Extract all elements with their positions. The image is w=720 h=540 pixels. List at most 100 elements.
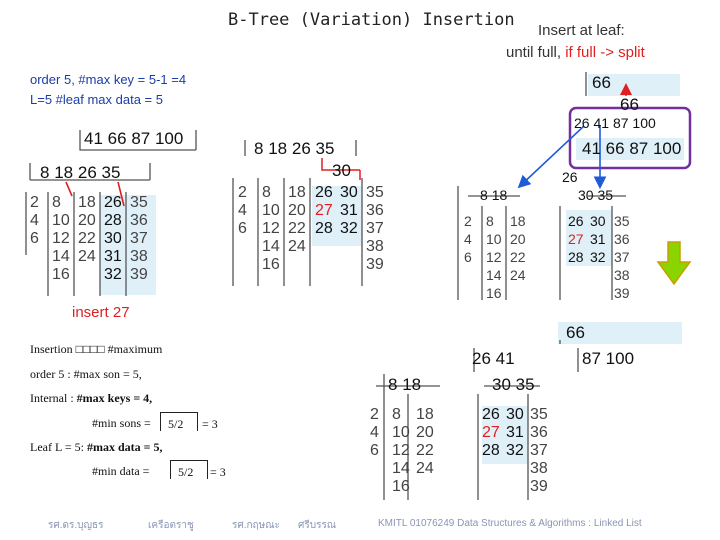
key: 100 — [632, 115, 656, 131]
subtitle-line1: Insert at leaf: — [538, 22, 625, 39]
note-frac: 5/2 — [178, 465, 194, 479]
leaf-value: 39 — [366, 256, 384, 273]
leaf-value: 14 — [392, 460, 410, 477]
subtitle-red: if full -> split — [565, 44, 645, 61]
key: 87 — [582, 349, 601, 368]
key: 26 — [291, 139, 311, 158]
leaf-value: 12 — [262, 220, 280, 237]
note-min-data: #min data = — [92, 464, 149, 479]
leaf-value: 6 — [238, 220, 247, 237]
t3-pushed: 66 — [620, 95, 639, 114]
ceil-bracket — [160, 412, 198, 431]
highlight-root-t4 — [558, 322, 682, 344]
leaf-value: 28 — [315, 220, 333, 237]
leaf-value: 30 — [104, 230, 122, 247]
leaf-value: 35 — [530, 406, 548, 423]
t4-left-child: 8 18 — [388, 376, 421, 394]
leaf-value: 8 — [392, 406, 401, 423]
t4-leaf-3: 26 27 28 — [482, 406, 500, 460]
key: 18 — [54, 163, 74, 182]
leaf-value: 35 — [614, 213, 630, 229]
t3-root: 66 — [592, 73, 611, 92]
t4-leaf-1: 8 10 12 14 16 — [392, 406, 410, 496]
leaf-value: 20 — [78, 212, 96, 229]
leaf-value: 8 — [486, 213, 494, 229]
leaf-value: 32 — [340, 220, 358, 237]
t3-internal: 26 41 87 100 — [574, 114, 656, 132]
leaf-value: 22 — [78, 230, 96, 247]
leaf-value: 10 — [486, 231, 502, 247]
key: 41 — [84, 129, 103, 148]
key: 26 — [77, 163, 97, 182]
t2-leaf-0: 2 4 6 — [238, 184, 247, 238]
note-min-sons: #min sons = — [92, 416, 151, 431]
leaf-value: 20 — [416, 424, 434, 441]
t3-left-child: 8 18 — [480, 186, 507, 204]
leaf-value: 37 — [530, 442, 548, 459]
leaf-value: 4 — [30, 212, 39, 229]
leaf-value: 26 — [482, 406, 500, 423]
t4-leaf-0: 2 4 6 — [370, 406, 379, 460]
t1-child: 8 18 26 35 — [40, 164, 120, 182]
key: 8 — [480, 187, 488, 203]
leaf-value: 31 — [590, 231, 606, 247]
leaf-value: 16 — [52, 266, 70, 283]
t3-leaf-1: 8 10 12 14 16 — [486, 212, 502, 302]
t3-right-child: 30 35 — [578, 186, 613, 204]
leaf-value: 38 — [366, 238, 384, 255]
leaf-value: 2 — [464, 213, 472, 229]
key: 8 — [254, 139, 264, 158]
key: 87 — [612, 115, 629, 131]
leaf-value: 36 — [366, 202, 384, 219]
leaf-value: 22 — [510, 249, 526, 265]
leaf-value: 16 — [486, 285, 502, 301]
leaf-value: 28 — [482, 442, 500, 459]
key: 26 — [472, 349, 491, 368]
note-eq: = 3 — [210, 465, 226, 479]
leaf-value: 16 — [392, 478, 410, 495]
highlight-leaf-t3 — [566, 210, 612, 266]
t2-leaf-5: 35 36 37 38 39 — [366, 184, 384, 274]
t1-leaf-3: 26 28 30 31 32 — [104, 194, 122, 284]
t4-root: 66 — [566, 323, 585, 342]
leaf-value: 37 — [130, 230, 148, 247]
t3-leaf-5: 35 36 37 38 39 — [614, 212, 630, 302]
t3-leaf-4: 30 31 32 — [590, 212, 606, 266]
leaf-value: 24 — [288, 238, 306, 255]
t1-leaf-1: 8 10 12 14 16 — [52, 194, 70, 284]
note-text: Insertion — [30, 342, 73, 356]
leaf-value: 4 — [464, 231, 472, 247]
key: 8 — [388, 375, 398, 394]
key: 35 — [597, 187, 614, 203]
leaf-value: 27 — [568, 231, 584, 247]
t3-promoted: 26 — [562, 169, 578, 185]
note-eq: = 3 — [202, 417, 218, 431]
highlight-root-t3 — [588, 74, 680, 96]
info-line1: order 5, #max key = 5-1 =4 — [30, 72, 187, 87]
leaf-value: 4 — [238, 202, 247, 219]
t1-leaf-0: 2 4 6 — [30, 194, 39, 248]
key: 41 — [495, 349, 515, 368]
leaf-value: 39 — [530, 478, 548, 495]
leaf-value: 39 — [614, 285, 630, 301]
highlight-leaf-t4 — [482, 406, 528, 464]
info-line2: L=5 #leaf max data = 5 — [30, 92, 163, 107]
leaf-value: 18 — [510, 213, 526, 229]
leaf-value: 27 — [482, 424, 500, 441]
note-order: order 5 : #max son = 5, — [30, 367, 142, 381]
leaf-value: 20 — [510, 231, 526, 247]
leaf-value: 10 — [52, 212, 70, 229]
note-frac: 5/2 — [168, 417, 184, 431]
leaf-value: 10 — [392, 424, 410, 441]
leaf-value: 2 — [238, 184, 247, 201]
note-text: #maximum — [107, 342, 163, 356]
note-text: Leaf L = 5: — [30, 440, 84, 454]
leaf-value: 36 — [130, 212, 148, 229]
t2-leaf-2: 18 20 22 24 — [288, 184, 306, 256]
t4-right-child: 30 35 — [492, 376, 535, 394]
t2-internal: 8 18 26 35 — [254, 140, 334, 158]
leaf-value: 12 — [486, 249, 502, 265]
leaf-value: 37 — [366, 220, 384, 237]
leaf-value: 38 — [530, 460, 548, 477]
t1-leaf-4: 35 36 37 38 39 — [130, 194, 148, 284]
